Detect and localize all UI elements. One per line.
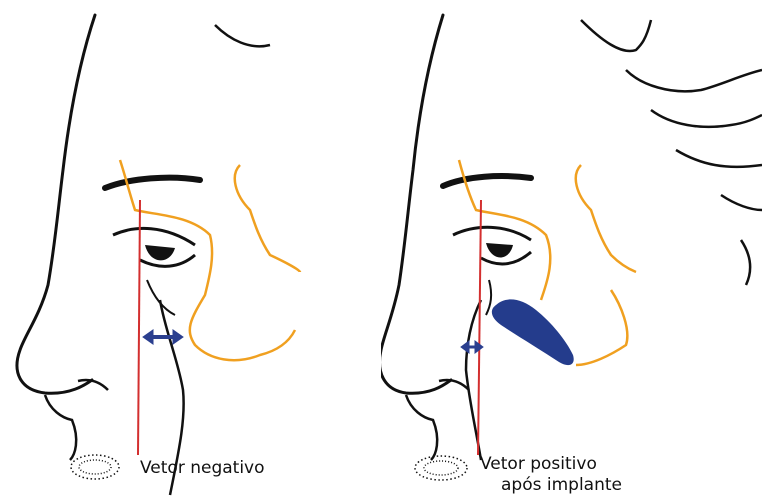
panel-negative-vector: Vetor negativo xyxy=(0,0,381,503)
mustache-dots xyxy=(71,455,119,479)
forehead-contour xyxy=(215,25,270,46)
caption-positive-vector-line1: Vetor positivo xyxy=(480,455,597,475)
lip-line xyxy=(406,395,437,460)
hair-curve-1 xyxy=(581,20,651,51)
zygoma-outline xyxy=(576,165,636,365)
vertical-vector-line xyxy=(138,200,140,455)
mustache-dots xyxy=(415,456,467,480)
lower-eyelid-curve xyxy=(486,280,491,315)
vertical-vector-line xyxy=(478,200,481,455)
lip-line xyxy=(45,395,76,460)
iris xyxy=(486,243,513,258)
caption-positive-vector-line2: após implante xyxy=(501,476,622,496)
orbital-rim-outline xyxy=(120,160,295,360)
vector-arrow xyxy=(143,330,183,344)
iris xyxy=(145,245,175,260)
zygoma-outline xyxy=(235,165,300,272)
eyebrow xyxy=(105,178,200,188)
caption-negative-vector: Vetor negativo xyxy=(140,459,265,479)
face-profile-right xyxy=(381,0,762,503)
eyebrow xyxy=(443,176,531,186)
hair-curve-3 xyxy=(651,110,762,127)
implant-shape xyxy=(492,299,574,365)
face-profile-left xyxy=(0,0,381,503)
hair-curve-2 xyxy=(626,70,762,91)
hair-curve-4 xyxy=(676,150,762,167)
eye-upper-lid xyxy=(113,228,195,245)
profile-line xyxy=(17,15,95,393)
temple-curve xyxy=(741,240,750,285)
hair-curve-5 xyxy=(721,195,762,210)
panel-positive-vector: Vetor positivo após implante xyxy=(381,0,762,503)
eye-upper-lid xyxy=(453,227,531,240)
profile-line xyxy=(381,15,451,393)
